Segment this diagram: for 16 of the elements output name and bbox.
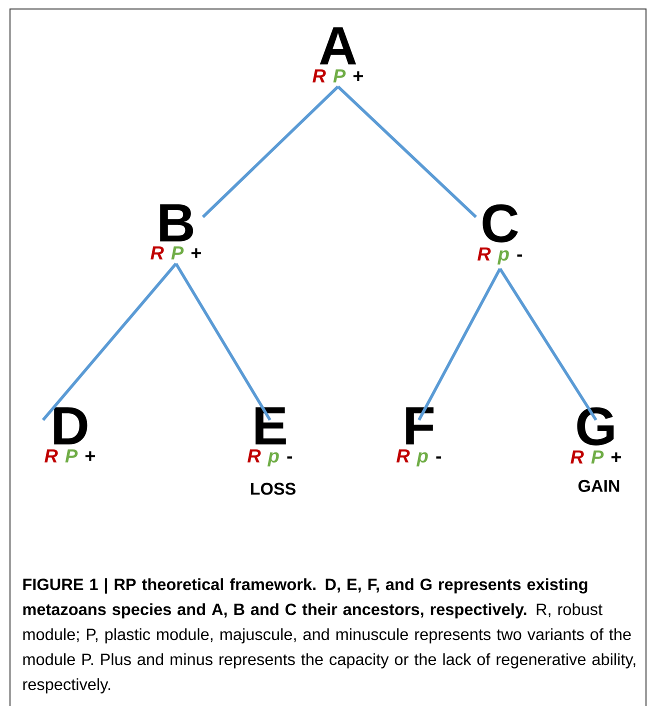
species-label: G R P + [570, 407, 621, 464]
branch-line [42, 262, 178, 421]
branch-line [174, 262, 272, 421]
figure-caption: FIGURE 1 | RP theoretical framework. D, E, F, and G represents existing metazoans species and A, B and C their ancestors, respectively. R, robust module; P, plastic module, majuscule, and minuscule represents two variants of the module P. Plus and minus represents the capacity or the lack of regenerative ability, respectively. [23, 578, 636, 694]
species-label: C R p - [478, 204, 522, 264]
species-label: F R p - [396, 407, 442, 466]
branch-line [498, 268, 598, 421]
species-label: B R P + [150, 204, 201, 260]
branch-line [202, 86, 340, 218]
outcome-label: LOSS [251, 482, 296, 495]
species-label: D R P + [44, 407, 95, 462]
outcome-label: GAIN [578, 480, 620, 492]
species-label: E R p - [248, 407, 292, 466]
branch-line [418, 268, 502, 421]
branch-line [336, 86, 477, 218]
species-label: A R P + [312, 27, 363, 82]
